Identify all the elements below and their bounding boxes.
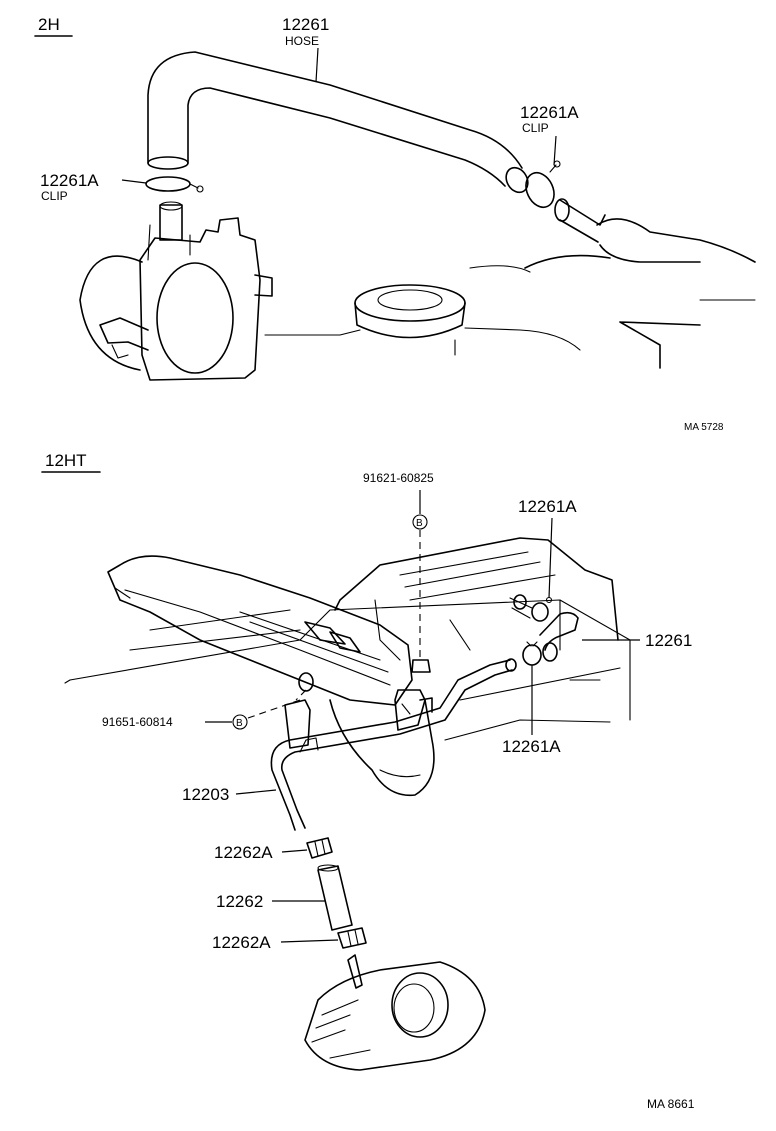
section-12ht: 12HT: [41, 451, 695, 1111]
label-clamp-upper: 12262A: [214, 843, 273, 862]
filler-cap: [264, 284, 581, 356]
clip-12261a-upper-ring: [531, 602, 549, 622]
clip-12261a-left: [145, 176, 204, 193]
hose-12261-top: [147, 51, 529, 194]
leader-clamp-lower: [280, 939, 339, 943]
leader-clamp-upper: [281, 849, 308, 853]
label-clip-right-number: 12261A: [520, 103, 579, 122]
label-pipe-12203: 12203: [182, 785, 229, 804]
label-clip-left-name: CLIP: [41, 189, 68, 203]
nipple-right: [554, 198, 606, 243]
clamp-12262a-lower: [337, 927, 367, 949]
intake-manifold: [107, 555, 435, 797]
pipe-bracket: [284, 689, 433, 749]
label-hose-number: 12261: [282, 15, 329, 34]
section-title-12ht: 12HT: [45, 451, 87, 470]
leader-clip-left: [121, 179, 147, 184]
hose-12261-bottom: [509, 594, 579, 666]
leader-pipe: [235, 789, 277, 795]
label-hose-12ht: 12261: [645, 631, 692, 650]
clamp-12262a-upper: [306, 837, 333, 859]
label-clip-left-number: 12261A: [40, 171, 99, 190]
bolt-upper-mark: B: [416, 518, 423, 529]
label-clip-lower-12ht: 12261A: [502, 737, 561, 756]
label-clip-upper-12ht: 12261A: [518, 497, 577, 516]
engine-block: [64, 537, 631, 741]
air-intake-duct: [304, 954, 486, 1071]
diagram-code-top: MA 5728: [684, 422, 724, 433]
clip-12261a-right: [525, 160, 561, 209]
hose-12262: [317, 864, 353, 931]
label-hose-12262: 12262: [216, 892, 263, 911]
pipe-12203: [270, 658, 517, 831]
leader-clip-right: [553, 135, 557, 166]
label-bolt-upper: 91621-60825: [363, 471, 434, 485]
label-clamp-lower: 12262A: [212, 933, 271, 952]
clip-12261a-lower-ring: [522, 644, 542, 666]
leader-hose: [315, 47, 319, 83]
label-hose-name: HOSE: [285, 34, 319, 48]
section-2h: 2H: [34, 15, 756, 433]
bolt-lower-mark: B: [236, 718, 243, 729]
bolt-91621-60825: B: [411, 514, 431, 673]
leader-clip-upper-12ht: [548, 517, 553, 599]
label-clip-right-name: CLIP: [522, 121, 549, 135]
bolt-91651-60814: B: [232, 672, 314, 730]
throttle-body: [79, 201, 273, 381]
section-title-2h: 2H: [38, 15, 60, 34]
diagram-code-bottom: MA 8661: [647, 1097, 695, 1111]
bolt-lower-dashed-line: [247, 699, 301, 719]
air-cleaner-outline: [469, 218, 756, 369]
label-bolt-lower: 91651-60814: [102, 715, 173, 729]
